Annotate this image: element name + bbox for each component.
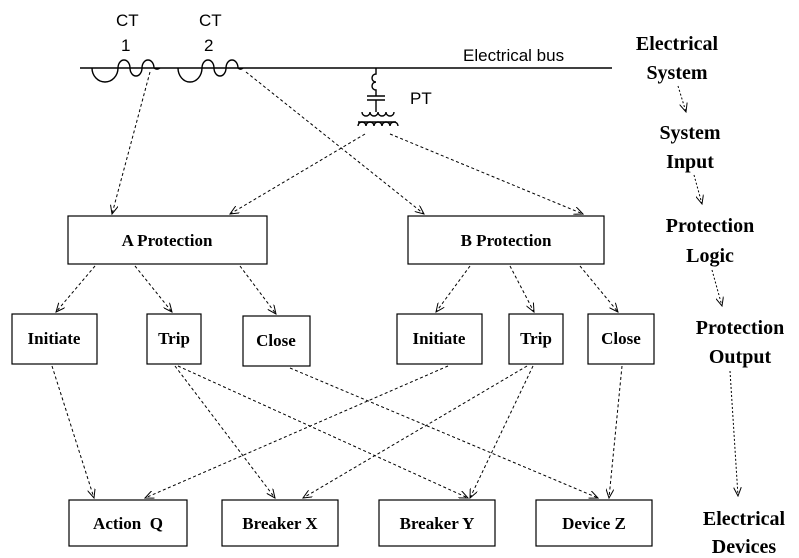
arrow-a-close-to-device-z bbox=[289, 367, 598, 498]
arrow-pt-to-a bbox=[230, 133, 366, 214]
b-close-label: Close bbox=[601, 329, 641, 348]
arrow-a-to-trip bbox=[134, 265, 172, 312]
a-initiate-box bbox=[11, 313, 98, 365]
layer-protection-logic-line1: Protection bbox=[666, 215, 755, 237]
arrow-b-close-to-device-z bbox=[609, 365, 623, 498]
layer-flow-arrows bbox=[677, 85, 738, 496]
a-initiate-label: Initiate bbox=[28, 329, 81, 348]
layer-system-input-line2: Input bbox=[666, 151, 714, 173]
pt-symbol bbox=[357, 68, 399, 127]
device-z-box bbox=[535, 499, 653, 547]
b-protection-label: B Protection bbox=[461, 231, 552, 250]
ct2-label-line1: CT bbox=[199, 11, 222, 30]
a-protection-label: A Protection bbox=[122, 231, 213, 250]
a-close-label: Close bbox=[256, 331, 296, 350]
electrical-bus-label: Electrical bus bbox=[463, 46, 564, 65]
breaker-x-label: Breaker X bbox=[242, 514, 318, 533]
layer-protection-output-line2: Output bbox=[709, 346, 772, 368]
arrow-a-trip-to-breaker-x bbox=[174, 365, 275, 498]
ct2-symbol bbox=[177, 59, 244, 83]
breaker-y-box bbox=[378, 499, 496, 547]
device-z-label: Device Z bbox=[562, 514, 626, 533]
arrow-b-to-trip bbox=[509, 265, 534, 312]
a-trip-label: Trip bbox=[158, 329, 190, 348]
signal-arrows bbox=[51, 71, 623, 498]
b-trip-box bbox=[508, 313, 564, 365]
arrow-b-to-close bbox=[579, 265, 618, 312]
arrow-b-initiate-to-action-q bbox=[145, 365, 449, 498]
arrow-ct2-to-b bbox=[245, 71, 424, 214]
arrow-b-trip-to-breaker-x bbox=[303, 365, 528, 498]
arrow-a-to-close bbox=[239, 265, 276, 314]
b-trip-label: Trip bbox=[520, 329, 552, 348]
b-protection-box bbox=[407, 215, 605, 265]
arrow-pt-to-b bbox=[389, 133, 583, 214]
arrow-ct1-to-a bbox=[112, 71, 151, 214]
arrow-a-to-initiate bbox=[56, 265, 96, 312]
breaker-y-label: Breaker Y bbox=[400, 514, 475, 533]
action-q-label: Action Q bbox=[93, 514, 163, 533]
layer-electrical-system-line1: Electrical bbox=[636, 33, 719, 55]
layer-system-input-line1: System bbox=[659, 122, 720, 144]
flow-arrow-system-to-input bbox=[677, 85, 686, 112]
b-initiate-label: Initiate bbox=[413, 329, 466, 348]
arrow-b-to-initiate bbox=[436, 265, 471, 312]
ct1-label-line1: CT bbox=[116, 11, 139, 30]
flow-arrow-logic-to-output bbox=[711, 269, 722, 306]
b-initiate-box bbox=[396, 313, 483, 365]
b-close-box bbox=[587, 313, 655, 365]
layer-electrical-devices-line1: Electrical bbox=[703, 508, 786, 530]
layer-electrical-system-line2: System bbox=[646, 62, 707, 84]
ct1-label-line2: 1 bbox=[121, 36, 130, 55]
ct1-symbol bbox=[91, 59, 161, 83]
layer-protection-output-line1: Protection bbox=[696, 317, 785, 339]
layer-electrical-devices-line2: Devices bbox=[712, 536, 777, 558]
flow-arrow-output-to-devices bbox=[729, 370, 738, 496]
flow-arrow-input-to-logic bbox=[693, 174, 702, 204]
a-protection-box bbox=[67, 215, 268, 265]
layer-protection-logic-line2: Logic bbox=[686, 245, 734, 267]
a-trip-box bbox=[146, 313, 202, 365]
a-close-box bbox=[242, 315, 311, 367]
action-q-box bbox=[68, 499, 188, 547]
arrow-a-initiate-to-action-q bbox=[51, 365, 94, 498]
pt-label: PT bbox=[410, 89, 432, 108]
arrow-b-trip-to-breaker-y bbox=[470, 365, 534, 498]
arrow-a-trip-to-breaker-y bbox=[177, 365, 468, 498]
ct2-label-line2: 2 bbox=[204, 36, 213, 55]
breaker-x-box bbox=[221, 499, 339, 547]
